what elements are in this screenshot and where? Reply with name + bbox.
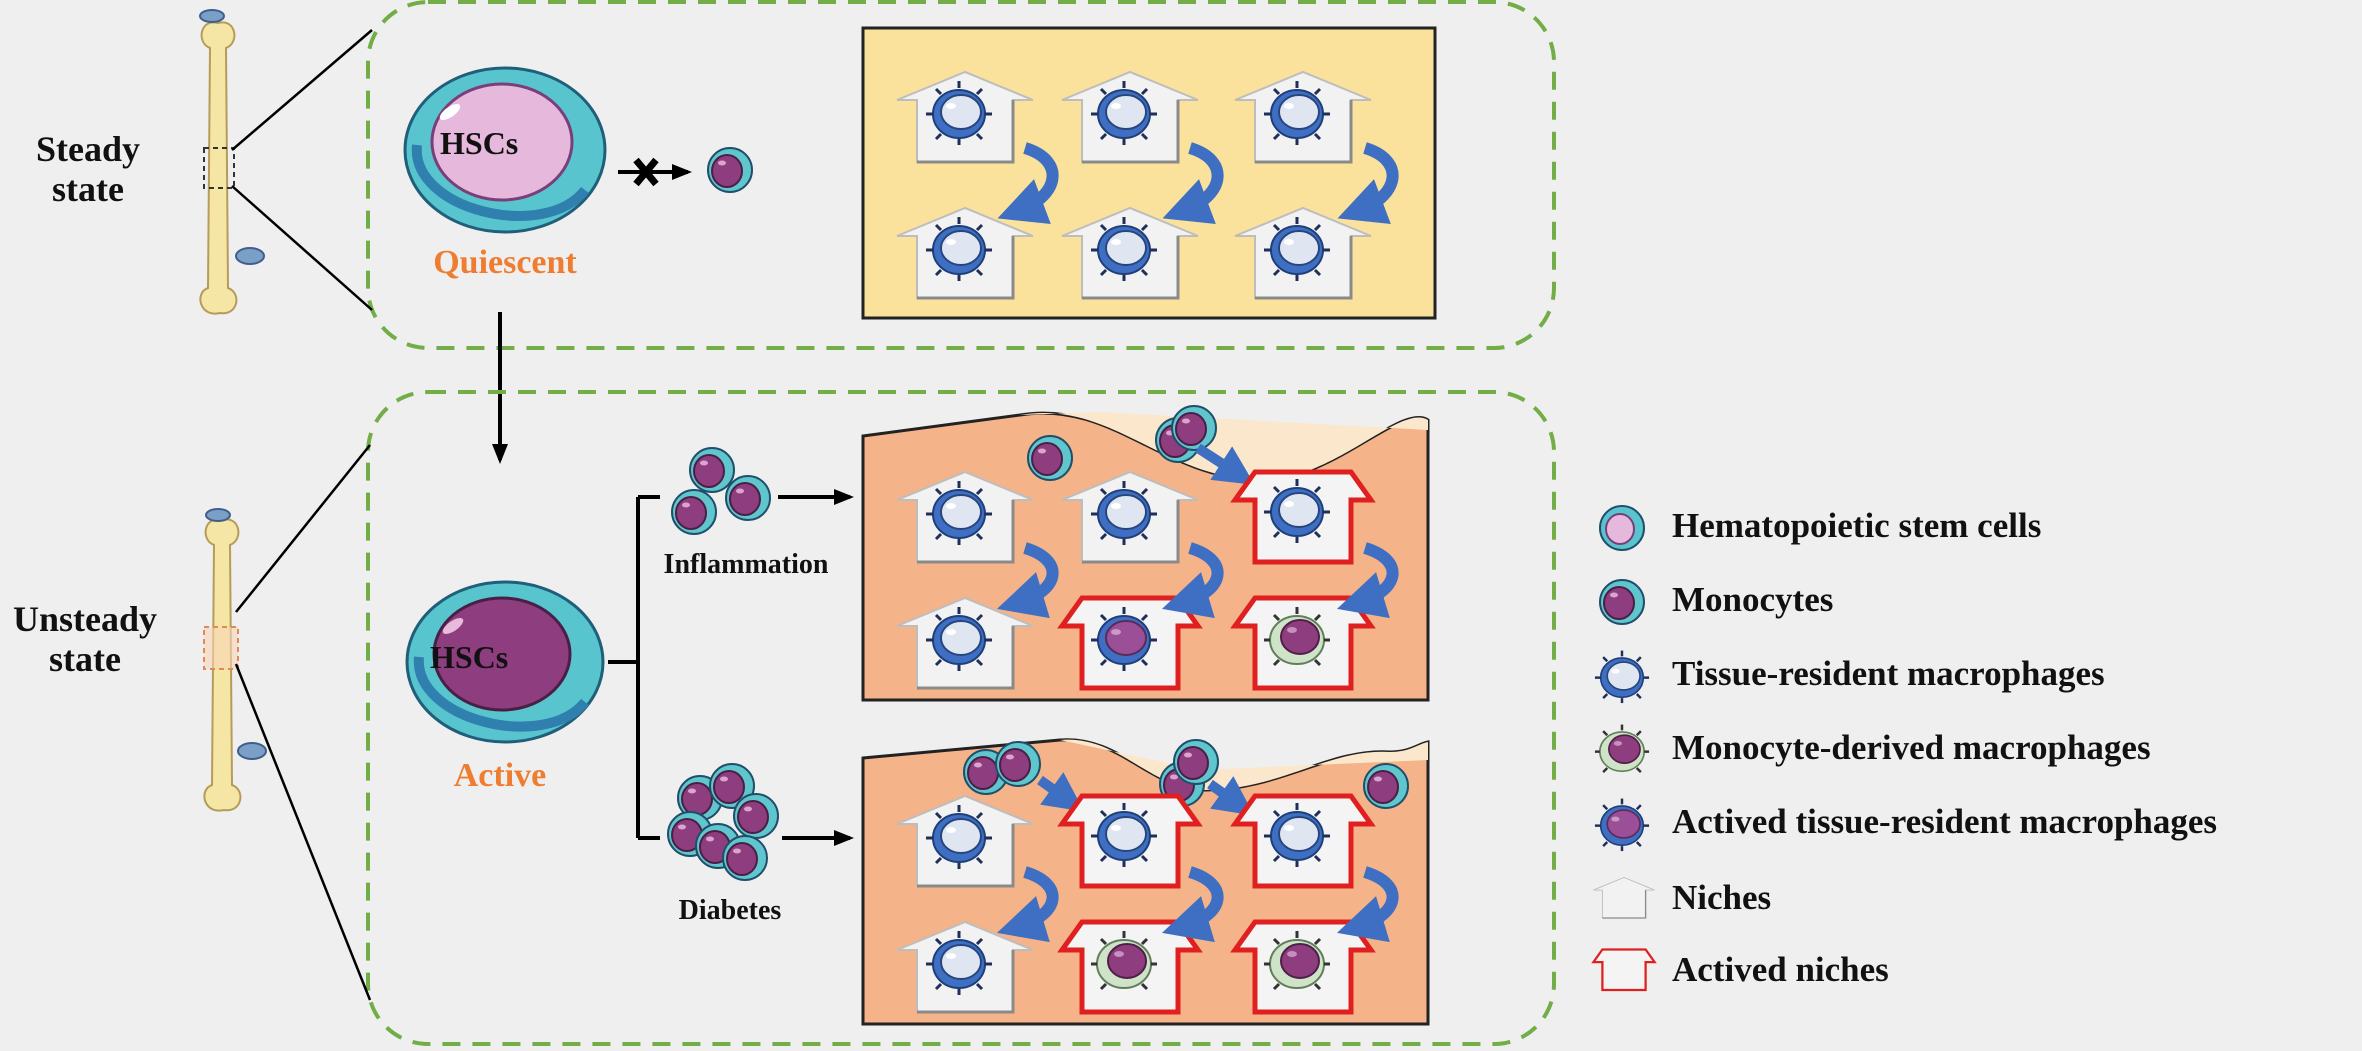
zoom-line (235, 444, 371, 613)
unsteady-dashed-box (366, 390, 1556, 1046)
zoom-line (231, 185, 373, 311)
hsc-quiescent-text: HSCs (440, 125, 519, 161)
active-label: Active (453, 757, 547, 794)
unsteady-state-region (203, 390, 1556, 1046)
block-x-icon (633, 157, 659, 187)
diabetes-monocyte-cluster (667, 763, 779, 881)
tissue-macrophage-icon (1593, 649, 1651, 705)
mono-derived-macrophage-icon (1593, 723, 1651, 774)
steady-bone-icon (199, 9, 265, 315)
steady-dashed-box (366, 0, 1556, 350)
inflammation-tissue-panel (861, 405, 1430, 702)
unsteady-bone-icon (203, 508, 267, 812)
niche-icon (1592, 876, 1656, 919)
diabetes-tissue-panel (861, 738, 1430, 1026)
legend-label-mono-derived: Monocyte-derived macrophages (1672, 728, 2151, 767)
steady-state-region (199, 0, 1556, 464)
activated-macrophage-icon (1593, 797, 1651, 853)
hsc-icon (1599, 505, 1645, 551)
monocyte-cell (707, 147, 753, 193)
legend-icons (1592, 505, 1656, 992)
inflammation-label: Inflammation (663, 549, 829, 580)
diabetes-label: Diabetes (678, 895, 782, 926)
legend-label-niches: Niches (1672, 878, 1772, 917)
unsteady-state-label: Unsteady state (12, 599, 158, 679)
steady-state-label: Steady state (35, 129, 140, 209)
monocyte-icon (1599, 579, 1645, 625)
inflammation-monocyte-cluster (671, 447, 771, 535)
quiescent-label: Quiescent (433, 244, 577, 281)
zoom-line (231, 29, 373, 151)
legend-label-activated-macrophages: Actived tissue-resident macrophages (1672, 802, 2218, 841)
hsc-active-cell (405, 580, 605, 744)
hsc-quiescent-cell (403, 66, 607, 234)
legend-label-tissue-macrophages: Tissue-resident macrophages (1672, 654, 2105, 693)
activated-niche-icon (1592, 948, 1656, 992)
hsc-active-text: HSCs (430, 639, 509, 675)
zoom-line (234, 663, 372, 1001)
legend-label-hsc: Hematopoietic stem cells (1672, 506, 2042, 545)
branch-bracket (608, 495, 660, 840)
legend-label-activated-niches: Actived niches (1672, 950, 1889, 989)
legend-label-monocytes: Monocytes (1672, 580, 1834, 619)
steady-renewal-arrows (997, 142, 1399, 225)
